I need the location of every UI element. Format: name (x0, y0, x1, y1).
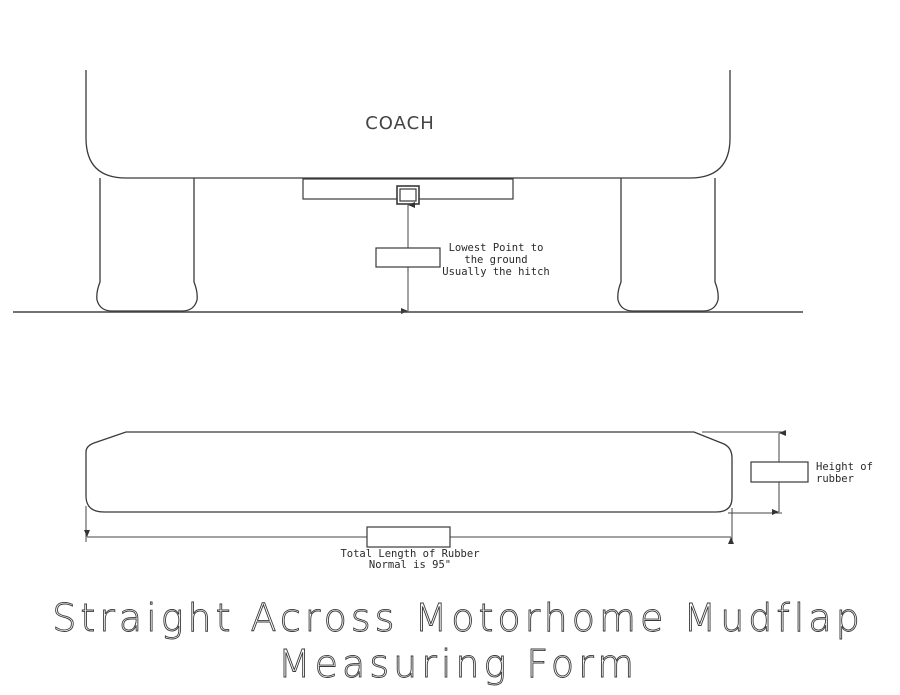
length-callout-line2: Normal is 95" (369, 559, 451, 571)
height-callout-line2: rubber (816, 473, 854, 485)
length-callout-line1: Total Length of Rubber (340, 548, 479, 560)
left-wheel (96, 178, 198, 312)
hitch-callout-line1: Lowest Point to (449, 242, 544, 254)
form-title-line2: Measuring Form (278, 642, 638, 686)
hitch-height-input-box[interactable] (375, 247, 441, 268)
height-input-box[interactable] (750, 461, 809, 483)
coach-label: COACH (365, 113, 435, 134)
coach-body (85, 70, 731, 179)
length-input-box[interactable] (366, 526, 451, 548)
mudflap-rubber-outline (85, 431, 733, 513)
hitch-callout-line2: the ground (464, 254, 527, 266)
hitch-receiver-inner (399, 188, 417, 202)
form-title-line1: Straight Across Motorhome Mudflap (52, 596, 864, 640)
height-callout-line1: Height of (816, 461, 873, 473)
hitch-callout-line3: Usually the hitch (442, 266, 549, 278)
right-wheel (617, 178, 719, 312)
